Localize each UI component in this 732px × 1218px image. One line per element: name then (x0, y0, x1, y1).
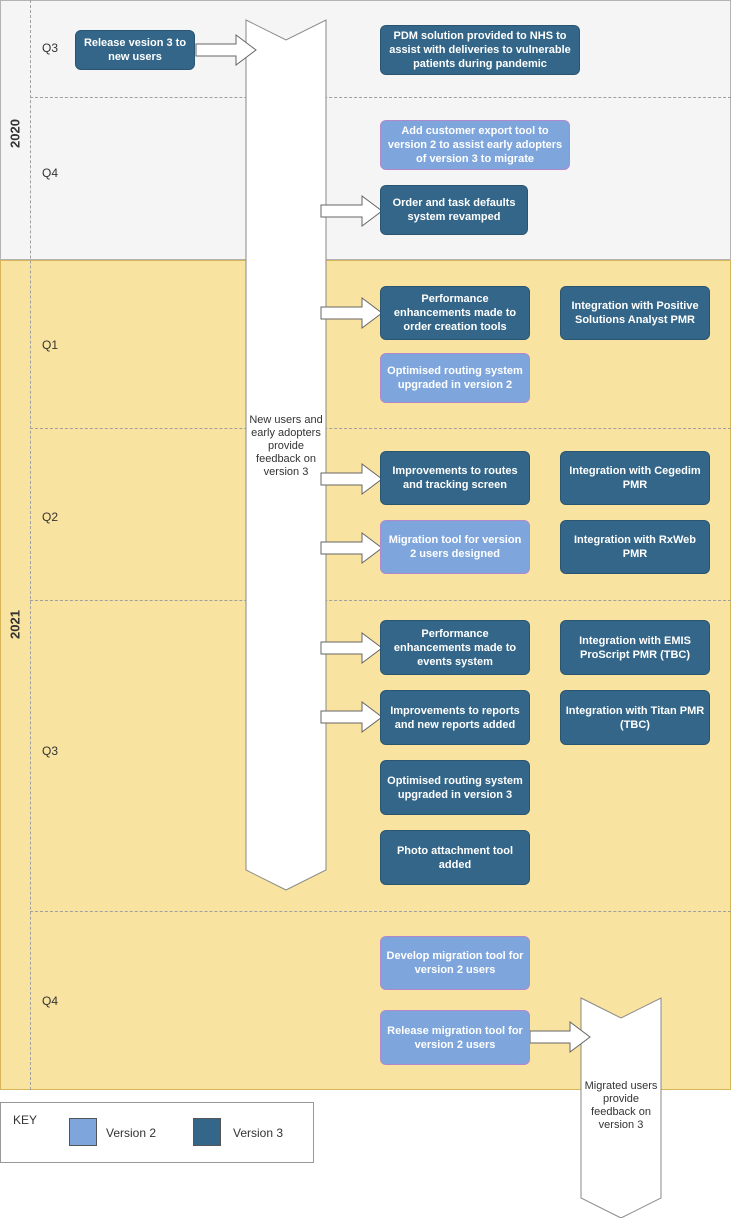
legend-key: KEY Version 2 Version 3 (0, 1102, 314, 1163)
milestone-customer-export: Add customer export tool to version 2 to… (380, 120, 570, 170)
legend-swatch-version2 (69, 1118, 97, 1146)
milestone-photo-attachment: Photo attachment tool added (380, 830, 530, 885)
arrow-to-order-task (320, 195, 383, 227)
quarter-label-2020-q3: Q3 (42, 41, 59, 55)
quarter-label-2021-q1: Q1 (42, 338, 59, 352)
milestone-order-task-defaults: Order and task defaults system revamped (380, 185, 528, 235)
milestone-perf-order-creation: Performance enhancements made to order c… (380, 286, 530, 340)
milestone-titan: Integration with Titan PMR (TBC) (560, 690, 710, 745)
milestone-pdm-nhs: PDM solution provided to NHS to assist w… (380, 25, 580, 75)
milestone-release-migration: Release migration tool for version 2 use… (380, 1010, 530, 1065)
milestone-rxweb: Integration with RxWeb PMR (560, 520, 710, 574)
quarter-label-2020-q4: Q4 (42, 166, 59, 180)
arrow-release-migration-to-feedback (529, 1021, 591, 1053)
arrow-to-routes-tracking (320, 463, 383, 495)
legend-title: KEY (13, 1113, 38, 1127)
milestone-emis: Integration with EMIS ProScript PMR (TBC… (560, 620, 710, 675)
quarter-label-2021-q4: Q4 (42, 994, 59, 1008)
year-band-2021 (0, 260, 731, 1090)
milestone-perf-events: Performance enhancements made to events … (380, 620, 530, 675)
milestone-cegedim: Integration with Cegedim PMR (560, 451, 710, 505)
milestone-routes-tracking: Improvements to routes and tracking scre… (380, 451, 530, 505)
legend-label-version2: Version 2 (106, 1126, 157, 1140)
feedback-migrated-users-text: Migrated users provide feedback on versi… (584, 1080, 658, 1131)
quarter-divider (30, 428, 731, 429)
arrow-to-migration-design (320, 532, 383, 564)
milestone-develop-migration: Develop migration tool for version 2 use… (380, 936, 530, 990)
legend-swatch-version3 (193, 1118, 221, 1146)
quarter-label-2021-q2: Q2 (42, 510, 59, 524)
arrow-to-perf-order (320, 297, 383, 329)
milestone-reports: Improvements to reports and new reports … (380, 690, 530, 745)
feedback-chevron-new-users (245, 19, 327, 891)
milestone-migration-design: Migration tool for version 2 users desig… (380, 520, 530, 574)
arrow-to-reports (320, 701, 383, 733)
arrow-release-to-feedback (195, 34, 257, 66)
legend-label-version3: Version 3 (233, 1126, 284, 1140)
feedback-new-users-text: New users and early adopters provide fee… (249, 414, 323, 478)
arrow-to-perf-events (320, 632, 383, 664)
quarter-divider (30, 600, 731, 601)
milestone-routing-v2: Optimised routing system upgraded in ver… (380, 353, 530, 403)
year-column-divider (30, 0, 31, 1090)
quarter-label-2021-q3: Q3 (42, 744, 59, 758)
milestone-routing-v3: Optimised routing system upgraded in ver… (380, 760, 530, 815)
milestone-positive-solutions: Integration with Positive Solutions Anal… (560, 286, 710, 340)
quarter-divider (30, 911, 731, 912)
feedback-chevron-migrated-users (580, 997, 662, 1218)
quarter-divider (30, 97, 731, 98)
milestone-release-v3: Release vesion 3 to new users (75, 30, 195, 70)
